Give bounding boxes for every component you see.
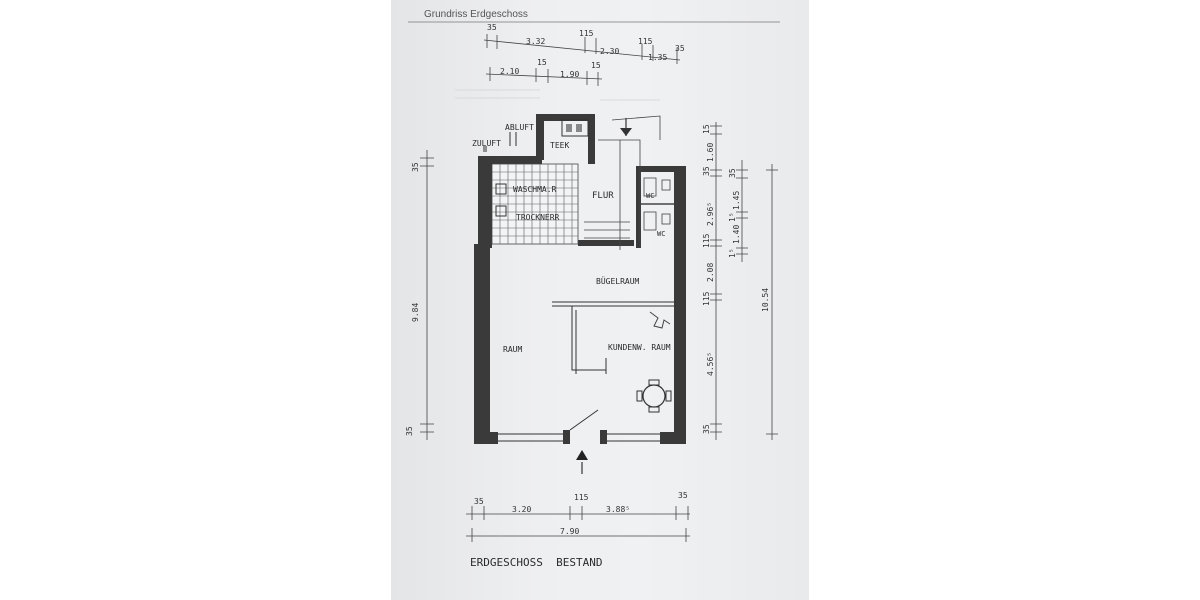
dim-top1-2: 115 bbox=[579, 29, 594, 38]
dimension-right-inner: 15 1.60 35 2.96⁵ 115 2.08 115 4.56⁵ 35 bbox=[702, 122, 722, 440]
dim-bot-3: 3.88⁵ bbox=[606, 505, 630, 514]
dim-ri-8: 35 bbox=[702, 424, 711, 434]
dim-rm-3: 1.40 bbox=[732, 225, 741, 244]
dim-top2-1: 15 bbox=[537, 58, 547, 67]
dim-rm-0: 35 bbox=[728, 168, 737, 178]
label-kundenwarteraum: KUNDENW. RAUM bbox=[608, 343, 671, 352]
dim-rm-2: 1⁵ bbox=[728, 212, 737, 222]
label-zuluft: ZULUFT bbox=[472, 139, 501, 148]
plan-header: Grundriss Erdgeschoss bbox=[424, 9, 528, 20]
dim-bot-4: 35 bbox=[678, 491, 688, 500]
dimension-top-row1: 35 3.32 115 2.30 115 1.35 35 bbox=[483, 23, 685, 64]
plan-title: ERDGESCHOSS BESTAND bbox=[470, 556, 602, 569]
dim-bot-total: 7.90 bbox=[560, 527, 579, 536]
dim-bot-2: 115 bbox=[574, 493, 589, 502]
stairs bbox=[584, 115, 661, 250]
label-wc1: WC bbox=[646, 192, 654, 200]
dim-top1-4: 115 bbox=[638, 37, 653, 46]
label-buegelraum: BÜGELRAUM bbox=[596, 276, 640, 286]
dim-top2-2: 1.90 bbox=[560, 70, 579, 79]
dim-top1-6: 35 bbox=[675, 44, 685, 53]
room-labels: ABLUFT ZULUFT TEEK WASCHMA.R TROCKNERR F… bbox=[472, 123, 671, 354]
dim-ri-6: 115 bbox=[702, 291, 711, 306]
dim-top2-3: 15 bbox=[591, 61, 601, 70]
interior-partitions bbox=[552, 301, 676, 374]
label-waschmaschine: WASCHMA.R bbox=[513, 185, 557, 194]
dim-top1-5: 1.35 bbox=[648, 53, 667, 62]
dim-ri-5: 2.08 bbox=[706, 263, 715, 282]
dimension-right-outer: 10.54 bbox=[761, 164, 778, 440]
dimension-bottom-row1: 35 3.20 115 3.88⁵ 35 bbox=[466, 491, 690, 520]
dim-left-0: 35 bbox=[411, 162, 420, 172]
dim-top2-0: 2.10 bbox=[500, 67, 519, 76]
round-table bbox=[636, 379, 672, 413]
dim-ri-3: 2.96⁵ bbox=[706, 202, 715, 226]
dimension-bottom-total: 7.90 bbox=[466, 527, 690, 542]
dimension-top-row2: 2.10 15 1.90 15 bbox=[485, 58, 603, 86]
dim-ri-2: 35 bbox=[702, 166, 711, 176]
dim-top1-3: 2.30 bbox=[600, 47, 619, 56]
dim-left-1: 9.84 bbox=[411, 303, 420, 322]
dim-rm-4: 1⁵ bbox=[728, 248, 737, 258]
dim-left-2: 35 bbox=[405, 426, 414, 436]
dim-bot-1: 3.20 bbox=[512, 505, 531, 514]
label-teek: TEEK bbox=[550, 141, 569, 150]
dim-bot-0: 35 bbox=[474, 497, 484, 506]
label-wc2: WC bbox=[657, 230, 665, 238]
dim-ri-1: 1.60 bbox=[706, 143, 715, 162]
tile-hatching bbox=[491, 163, 579, 245]
label-flur: FLUR bbox=[592, 191, 614, 201]
label-raum: RAUM bbox=[503, 345, 522, 354]
dim-rm-1: 1.45 bbox=[732, 191, 741, 210]
wc-fixtures bbox=[641, 177, 674, 231]
building-walls bbox=[474, 114, 686, 444]
dimension-right-mid: 35 1.45 1⁵ 1.40 1⁵ bbox=[728, 160, 748, 262]
dim-top1-0: 35 bbox=[487, 23, 497, 32]
dim-top1-1: 3.32 bbox=[526, 37, 545, 46]
dim-ri-4: 115 bbox=[702, 233, 711, 248]
dim-ri-0: 15 bbox=[702, 124, 711, 134]
dim-ro-0: 10.54 bbox=[761, 288, 770, 312]
label-trockner: TROCKNERR bbox=[516, 213, 560, 222]
label-abluft: ABLUFT bbox=[505, 123, 534, 132]
dim-ri-7: 4.56⁵ bbox=[706, 352, 715, 376]
dimension-left: 35 9.84 35 bbox=[405, 150, 434, 440]
